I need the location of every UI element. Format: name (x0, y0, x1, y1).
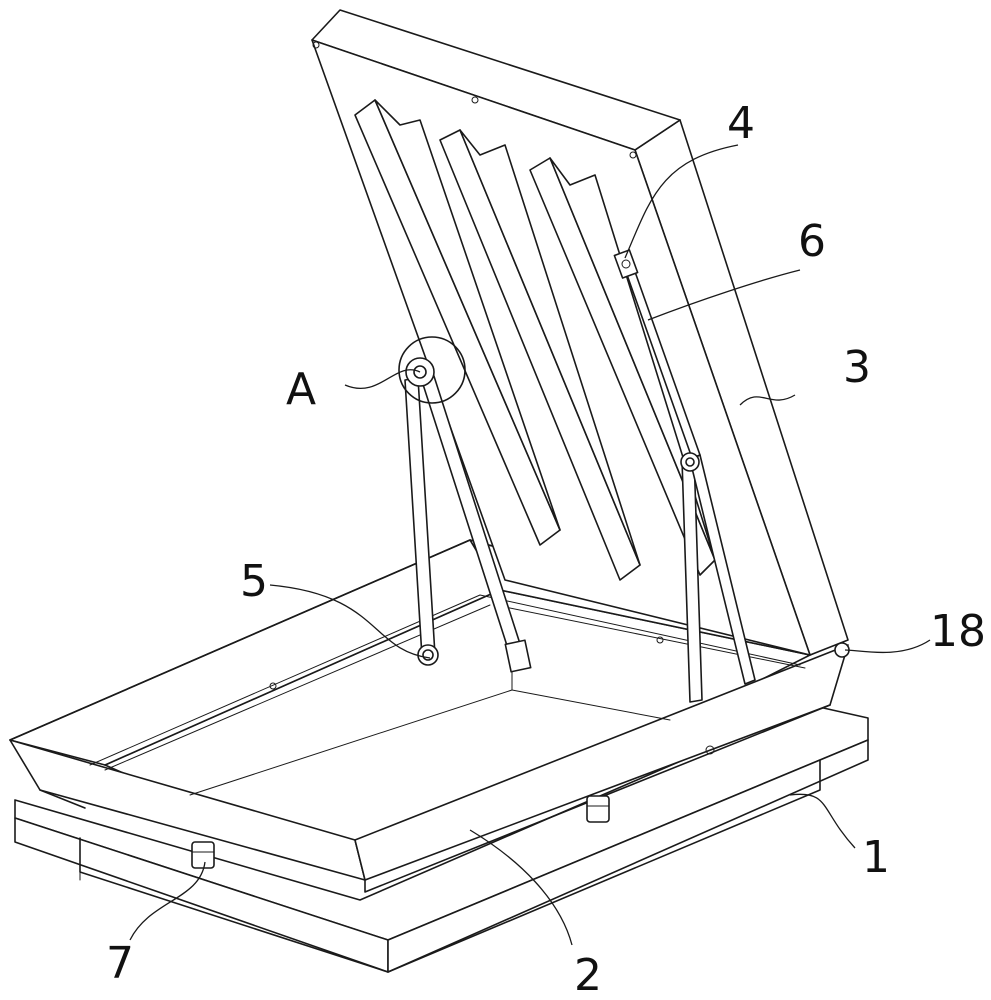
label-4: 4 (727, 98, 755, 149)
label-2: 2 (574, 950, 602, 1000)
lid (312, 10, 848, 655)
label-7: 7 (106, 938, 134, 989)
label-18: 18 (930, 606, 986, 657)
label-a: A (286, 364, 316, 415)
label-3: 3 (843, 342, 871, 393)
label-5: 5 (240, 556, 268, 607)
label-6: 6 (798, 216, 826, 267)
label-1: 1 (862, 832, 890, 883)
